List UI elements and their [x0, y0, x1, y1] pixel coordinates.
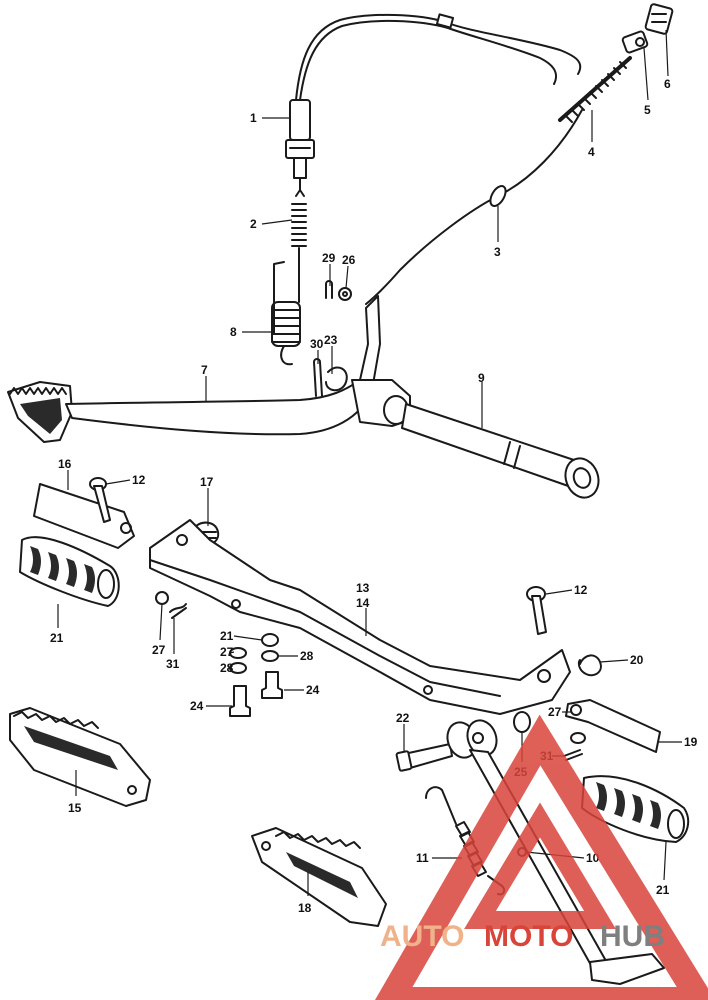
brake-light-switch-cable: [295, 13, 582, 101]
cotter-and-washers-left: [155, 591, 187, 619]
washer-26: [338, 287, 352, 301]
callout-6: 6: [664, 77, 671, 91]
callout-22: 22: [396, 711, 410, 725]
callout-28a: 28: [220, 661, 234, 675]
callout-29: 29: [322, 251, 336, 265]
spring-20: [577, 654, 602, 677]
callout-27a: 27: [152, 643, 166, 657]
callout-1: 1: [250, 111, 257, 125]
brake-cable: [365, 56, 632, 305]
callout-13: 13: [356, 581, 370, 595]
bolts-24: [229, 671, 283, 717]
callout-19: 19: [684, 735, 698, 749]
callout-21a: 21: [50, 631, 64, 645]
watermark-auto: AUTO: [380, 920, 464, 953]
callout-23: 23: [324, 333, 338, 347]
footplate-15: [9, 707, 151, 807]
callout-11: 11: [416, 851, 429, 865]
switch-spring: [291, 189, 307, 303]
callout-24a: 24: [190, 699, 204, 713]
callout-2: 2: [250, 217, 257, 231]
washers-27-28-left: [229, 647, 279, 674]
pivot-bolt-25: [513, 711, 531, 733]
watermark-logo: [374, 714, 708, 1000]
callout-24b: 24: [306, 683, 320, 697]
callout-5: 5: [644, 103, 651, 117]
footrest-bar: [149, 519, 571, 715]
watermark-moto: MOTO: [484, 920, 573, 953]
callout-20: 20: [630, 653, 644, 667]
footplate-18: [251, 827, 387, 927]
callout-17: 17: [200, 475, 214, 489]
callout-27b: 27: [220, 645, 234, 659]
callout-9: 9: [478, 371, 485, 385]
callout-12b: 12: [574, 583, 588, 597]
callout-21c: 21: [220, 629, 234, 643]
washer-21-small: [261, 633, 279, 647]
brake-return-spring: [271, 261, 301, 366]
callout-16: 16: [58, 457, 72, 471]
footrest-rubber-left: [19, 536, 120, 607]
callout-7: 7: [201, 363, 208, 377]
callout-15: 15: [68, 801, 82, 815]
brake-pedal-spring-23: [325, 366, 348, 392]
callout-18: 18: [298, 901, 312, 915]
brake-pedal-shaft: [401, 403, 600, 499]
callout-3: 3: [494, 245, 501, 259]
watermark-hub: HUB: [600, 920, 665, 953]
adjuster-nut: [621, 30, 649, 54]
watermark-text: AUTO MOTO HUB: [380, 920, 665, 953]
callout-14: 14: [356, 596, 370, 610]
cotter-pin-30: [313, 358, 323, 397]
callout-31a: 31: [166, 657, 180, 671]
bolt-22: [395, 743, 453, 772]
brake-light-switch: [285, 99, 315, 191]
pin-12-right: [526, 586, 547, 635]
brake-pedal: [7, 295, 411, 443]
callout-28b: 28: [300, 649, 314, 663]
callout-12a: 12: [132, 473, 146, 487]
cotter-pin-29: [325, 280, 333, 299]
callout-30: 30: [310, 337, 324, 351]
cable-joint: [644, 3, 674, 35]
callout-27c: 27: [548, 705, 562, 719]
cotter-31-right: [563, 749, 583, 761]
footrest-rubber-right: [581, 775, 690, 843]
callout-numbers: 1 2 3 4 5 6 7 8 9 10 11 12 12 13 14 15 1…: [50, 77, 698, 915]
callout-26: 26: [342, 253, 356, 267]
callout-4: 4: [588, 145, 595, 159]
footpeg-left-16: [33, 483, 135, 549]
footpeg-right-19: [565, 699, 661, 753]
callout-21b: 21: [656, 883, 670, 897]
callout-8: 8: [230, 325, 237, 339]
